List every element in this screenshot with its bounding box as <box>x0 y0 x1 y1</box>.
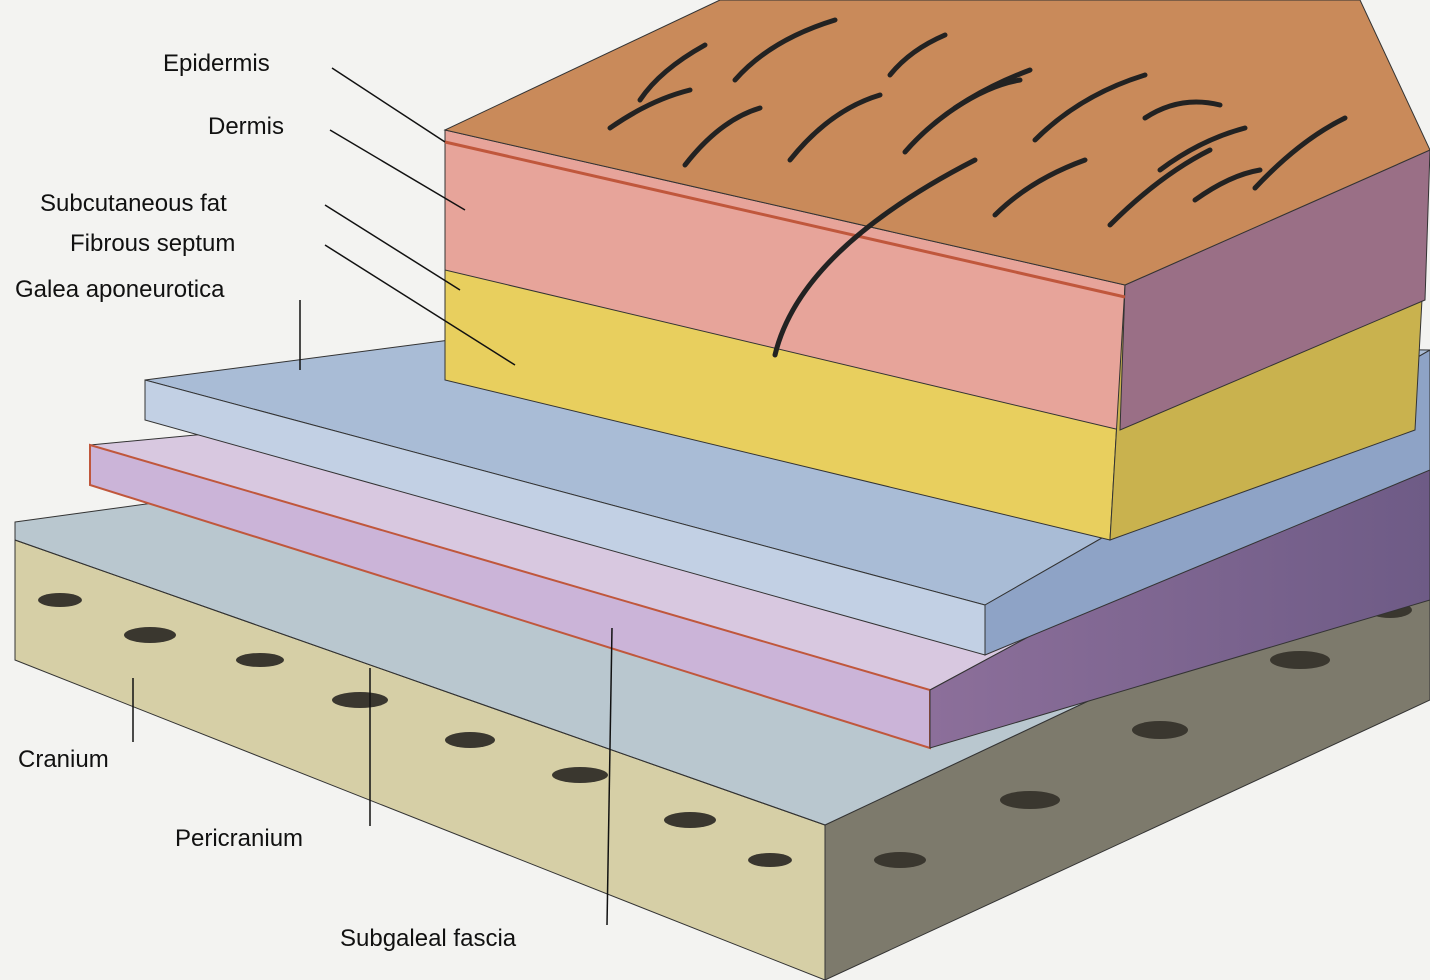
label-subgaleal-fascia: Subgaleal fascia <box>340 925 517 952</box>
label-fibrous-septum: Fibrous septum <box>70 230 236 257</box>
label-cranium: Cranium <box>18 746 109 773</box>
cranium-layer <box>14 539 1430 980</box>
label-epidermis: Epidermis <box>163 50 270 77</box>
leader-lines <box>132 67 613 926</box>
label-galea-aponeurotica: Galea aponeurotica <box>15 276 225 303</box>
skin-block <box>443 0 1430 541</box>
label-dermis: Dermis <box>208 113 284 140</box>
label-subcutaneous-fat: Subcutaneous fat <box>40 190 227 217</box>
hairs <box>607 17 1348 358</box>
label-pericranium: Pericranium <box>175 825 304 852</box>
